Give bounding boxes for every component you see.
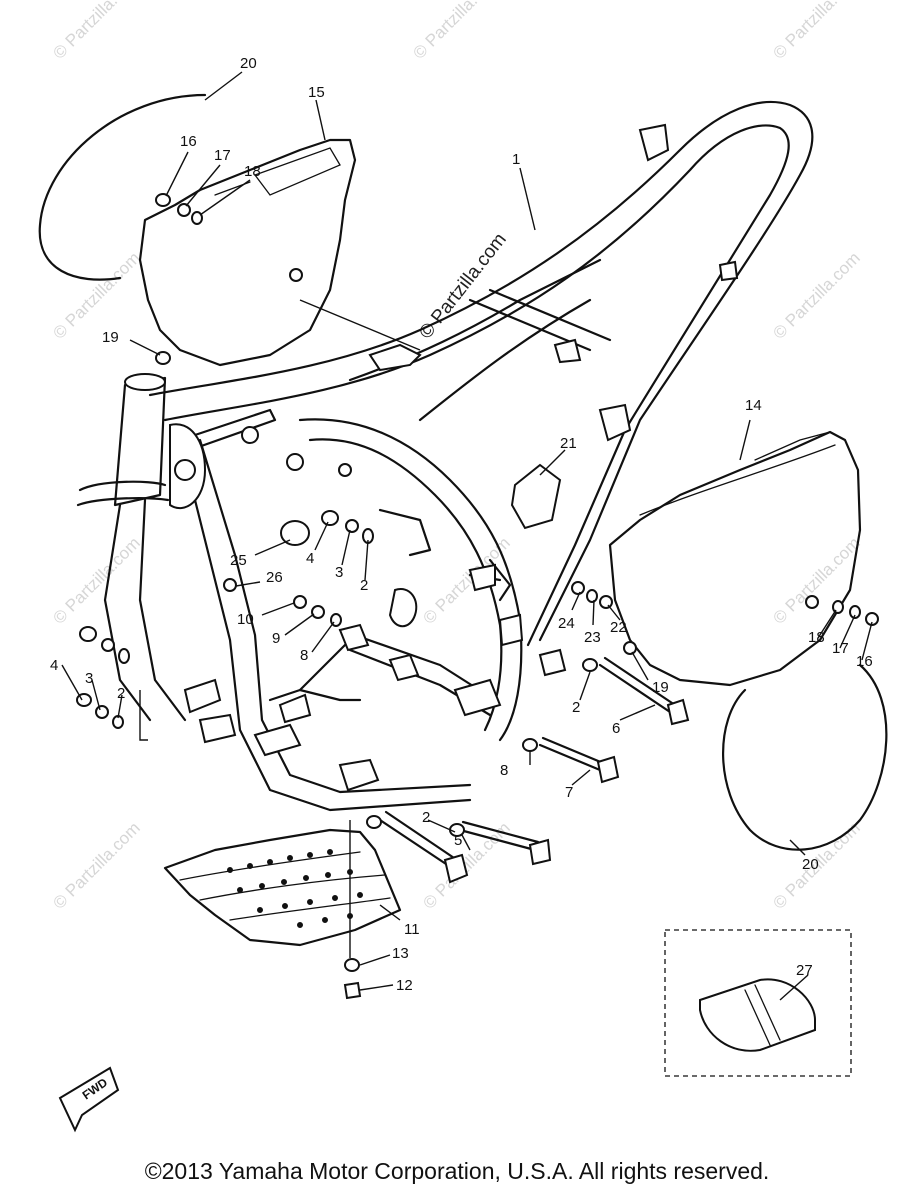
callout-2-lower: 2 [422, 809, 430, 826]
callout-4-center: 4 [306, 550, 314, 567]
callout-26: 26 [266, 569, 283, 586]
callout-18-left: 18 [244, 163, 261, 180]
callout-2-right: 2 [572, 699, 580, 716]
watermark: © Partzilla.com [769, 248, 863, 342]
callout-10: 10 [237, 611, 254, 628]
leader-lines [61, 71, 873, 1001]
callout-20-bottom: 20 [802, 856, 819, 873]
callout-25: 25 [230, 552, 247, 569]
callout-6: 6 [612, 720, 620, 737]
callout-11: 11 [404, 921, 420, 938]
callout-15: 15 [308, 84, 325, 101]
callout-3-center: 3 [335, 564, 343, 581]
fwd-arrow: FWD [58, 1066, 120, 1133]
side-cover-right [608, 430, 862, 687]
callout-4-left: 4 [50, 657, 58, 674]
hardware [76, 193, 879, 1000]
callout-19-right: 19 [652, 679, 669, 696]
callout-8-right: 8 [500, 762, 508, 779]
watermark: © Partzilla.com [769, 0, 863, 63]
callout-19-left: 19 [102, 329, 119, 346]
callout-7: 7 [565, 784, 573, 801]
callout-9: 9 [272, 630, 280, 647]
watermark: © Partzilla.com [409, 0, 503, 63]
skid-plate-holes [227, 849, 363, 928]
callout-17-left: 17 [214, 147, 231, 164]
callout-5: 5 [454, 832, 462, 849]
watermark: © Partzilla.com [49, 818, 143, 912]
kit-box [664, 929, 852, 1077]
callout-labels: 20 15 16 17 18 1 19 14 21 25 26 4 3 2 10… [50, 55, 873, 994]
callout-20-top: 20 [240, 55, 257, 72]
callout-18-right: 18 [808, 629, 825, 646]
watermark: © Partzilla.com [49, 248, 143, 342]
callout-16-left: 16 [180, 133, 197, 150]
callout-24: 24 [558, 615, 575, 632]
callout-12: 12 [396, 977, 413, 994]
callout-2-left: 2 [117, 685, 125, 702]
skid-plate [163, 828, 402, 947]
callout-27: 27 [796, 962, 813, 979]
callout-3-left: 3 [85, 670, 93, 687]
callout-13: 13 [392, 945, 409, 962]
watermark: © Partzilla.com [49, 533, 143, 627]
callout-17-right: 17 [832, 640, 849, 657]
callout-22: 22 [610, 619, 627, 636]
watermark: © Partzilla.com [49, 0, 143, 63]
copyright-notice: ©2013 Yamaha Motor Corporation, U.S.A. A… [144, 1158, 770, 1184]
callout-14: 14 [745, 397, 762, 414]
bracket-21 [510, 463, 562, 530]
callout-8-center: 8 [300, 647, 308, 664]
callout-2-center: 2 [360, 577, 368, 594]
callout-16-right: 16 [856, 653, 873, 670]
frame [76, 100, 814, 812]
callout-1: 1 [512, 151, 520, 168]
callout-23: 23 [584, 629, 601, 646]
number-plate-right [722, 663, 888, 851]
callout-21: 21 [560, 435, 577, 452]
number-plate-left [38, 93, 207, 281]
